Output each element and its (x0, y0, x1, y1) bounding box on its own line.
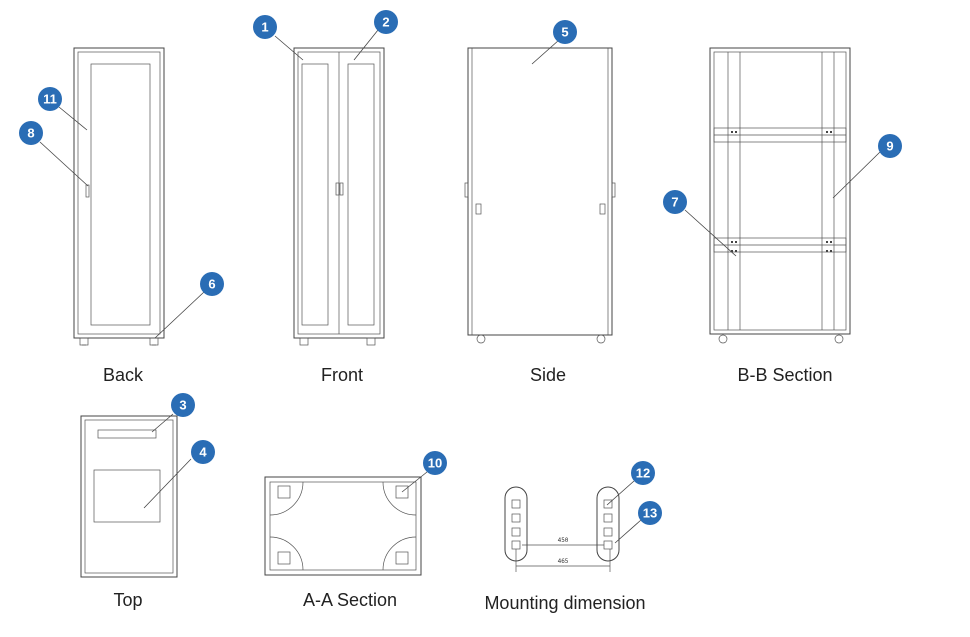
label-side: Side (530, 365, 566, 385)
leader-lines (39, 29, 881, 544)
marker-3: 3 (171, 393, 195, 417)
marker-11: 11 (38, 87, 62, 111)
label-front: Front (321, 365, 363, 385)
marker-12: 12 (631, 461, 655, 485)
svg-text:9: 9 (886, 139, 893, 154)
marker-4: 4 (191, 440, 215, 464)
svg-text:2: 2 (382, 15, 389, 30)
marker-1: 1 (253, 15, 277, 39)
aa-section-view (264, 476, 422, 576)
marker-13: 13 (638, 501, 662, 525)
mounting-dimension-view: 450 465 (504, 486, 620, 572)
svg-text:3: 3 (179, 398, 186, 413)
label-back: Back (103, 365, 144, 385)
svg-text:1: 1 (261, 20, 268, 35)
back-view (73, 47, 165, 346)
label-aa-section: A-A Section (303, 590, 397, 610)
dimension-465: 465 (558, 558, 569, 565)
front-view (293, 47, 385, 346)
top-view (80, 415, 178, 578)
svg-text:8: 8 (27, 126, 34, 141)
dimension-450: 450 (558, 537, 569, 544)
label-top: Top (113, 590, 142, 610)
marker-10: 10 (423, 451, 447, 475)
label-mounting-dimension: Mounting dimension (484, 593, 645, 613)
svg-text:7: 7 (671, 195, 678, 210)
marker-5: 5 (553, 20, 577, 44)
svg-text:4: 4 (199, 445, 207, 460)
label-bb-section: B-B Section (737, 365, 832, 385)
marker-7: 7 (663, 190, 687, 214)
marker-2: 2 (374, 10, 398, 34)
bb-section-view (709, 47, 851, 344)
svg-text:12: 12 (636, 466, 650, 481)
marker-9: 9 (878, 134, 902, 158)
marker-6: 6 (200, 272, 224, 296)
svg-text:5: 5 (561, 25, 568, 40)
side-view (464, 47, 616, 344)
svg-text:10: 10 (428, 456, 442, 471)
svg-text:6: 6 (208, 277, 215, 292)
svg-text:13: 13 (643, 506, 657, 521)
marker-8: 8 (19, 121, 43, 145)
svg-text:11: 11 (43, 92, 57, 107)
